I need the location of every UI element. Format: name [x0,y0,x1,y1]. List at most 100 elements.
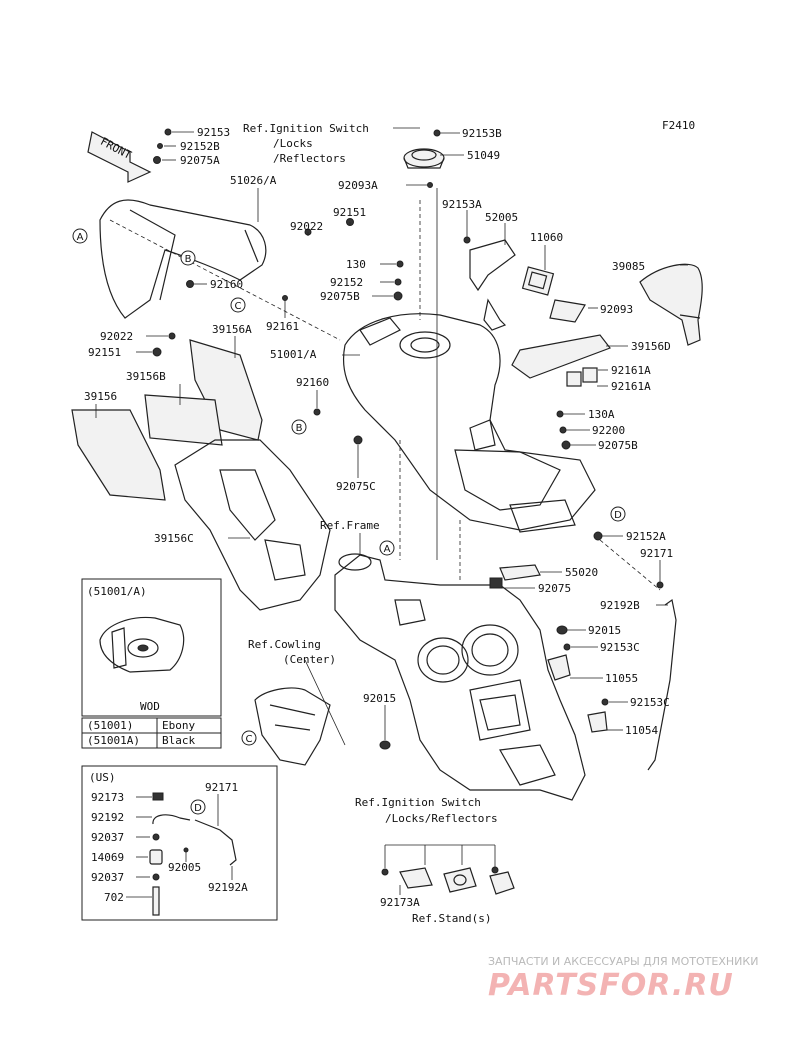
label-92075b-1: 92075B [320,290,360,303]
front-arrow-icon: FRONT [87,131,152,183]
label-92153b: 92153B [462,127,502,140]
label-11055: 11055 [605,672,638,685]
ref-stand: Ref.Stand(s) [412,912,491,925]
reference-notes: Ref.Ignition Switch /Locks /Reflectors R… [243,122,498,925]
label-92160-1: 92160 [210,278,243,291]
svg-text:A: A [384,544,391,555]
inset-row-2-code: (51001A) [87,734,140,747]
label-11060: 11060 [530,231,563,244]
label-92152a: 92152A [626,530,666,543]
fuel-cap-51049 [403,148,445,169]
inset-row-1-color: Ebony [162,719,195,732]
label-92153a: 92153A [442,198,482,211]
label-92151-1: 92151 [333,206,366,219]
us-label-92173: 92173 [91,791,124,804]
label-92022-2: 92022 [100,330,133,343]
us-label-92005: 92005 [168,861,201,874]
callout-d-1: D [610,506,626,522]
ref-cowling-2: (Center) [283,653,336,666]
label-92160-2: 92160 [296,376,329,389]
callout-b-2: B [291,419,307,435]
label-51026a: 51026/A [230,174,277,187]
us-label-92192: 92192 [91,811,124,824]
watermark-line1: ЗАПЧАСТИ И АКСЕССУАРЫ ДЛЯ МОТОТЕХНИКИ [488,955,758,968]
label-130a: 130A [588,408,615,421]
inset-51001-title: (51001/A) [87,585,147,598]
leader-lines [95,127,688,746]
label-92022-1: 92022 [290,220,323,233]
label-92161: 92161 [266,320,299,333]
inner-fairing-39156c [174,439,331,611]
label-92093: 92093 [600,303,633,316]
ref-ignition-bottom-2: /Locks/Reflectors [385,812,498,825]
inset-row-2-color: Black [162,734,195,747]
figure-code: F2410 [662,119,695,132]
label-92075c: 92075C [336,480,376,493]
label-11054: 11054 [625,724,658,737]
label-92075a: 92075A [180,154,220,167]
svg-text:A: A [77,232,84,243]
svg-text:C: C [235,301,242,312]
cowling-center [254,687,331,766]
label-92161a-2: 92161A [611,380,651,393]
label-39156a: 39156A [212,323,252,336]
inset-row-1-code: (51001) [87,719,133,732]
us-label-92037-2: 92037 [91,871,124,884]
pad-92093 [549,299,586,323]
us-label-702: 702 [104,891,124,904]
label-92161a-1: 92161A [611,364,651,377]
label-92093a: 92093A [338,179,378,192]
svg-text:D: D [194,803,202,814]
label-39156b: 39156B [126,370,166,383]
ref-cowling-1: Ref.Cowling [248,638,321,651]
inset-51001-caption: WOD [140,700,160,713]
ref-ignition-bottom-1: Ref.Ignition Switch [355,796,481,809]
watermark: ЗАПЧАСТИ И АКСЕССУАРЫ ДЛЯ МОТОТЕХНИКИ PA… [488,955,758,1003]
dash-lines [109,200,661,591]
label-39085: 39085 [612,260,645,273]
label-92152b: 92152B [180,140,220,153]
ref-ignition-top-1: Ref.Ignition Switch [243,122,369,135]
bracket-11055 [547,654,571,681]
label-130: 130 [346,258,366,271]
ref-ignition-top-3: /Reflectors [273,152,346,165]
damper-92161a-2 [582,367,598,383]
label-92152: 92152 [330,276,363,289]
callout-b-1: B [180,250,196,266]
label-39156c: 39156C [154,532,194,545]
callout-a-2: A [379,540,395,556]
label-92200: 92200 [592,424,625,437]
pad-55020 [499,564,541,581]
label-92015-1: 92015 [588,624,621,637]
bracket-11054 [587,711,608,733]
side-cover-51026 [99,199,267,319]
svg-text:B: B [185,254,192,265]
pad-39156d [511,334,611,379]
us-label-14069: 14069 [91,851,124,864]
inset-us: (US) 92173 92192 92037 14069 92037 702 9… [81,765,278,921]
part-labels: 92153 92152B 92075A 51026/A 92022 92151 … [84,126,673,737]
us-label-92171: 92171 [205,781,238,794]
label-92075: 92075 [538,582,571,595]
ref-ignition-top-2: /Locks [273,137,313,150]
label-92173a: 92173A [380,896,420,909]
cover-39085 [639,263,703,346]
label-39156d: 39156D [631,340,671,353]
label-92153c-2: 92153C [630,696,670,709]
label-92151-2: 92151 [88,346,121,359]
pad-39156 [71,409,166,501]
gasket-11060 [521,266,555,296]
label-39156: 39156 [84,390,117,403]
label-92153: 92153 [197,126,230,139]
svg-text:C: C [246,734,253,745]
label-51001a: 51001/A [270,348,317,361]
label-92015-2: 92015 [363,692,396,705]
frame [334,554,586,801]
label-92075b-2: 92075B [598,439,638,452]
ignition-bottom-parts: 92173A [380,844,515,909]
inset-51001: (51001/A) WOD (51001) Ebony (51001A) Bla… [81,578,222,749]
damper-92161a-1 [566,371,582,387]
us-label-92037-1: 92037 [91,831,124,844]
label-51049: 51049 [467,149,500,162]
